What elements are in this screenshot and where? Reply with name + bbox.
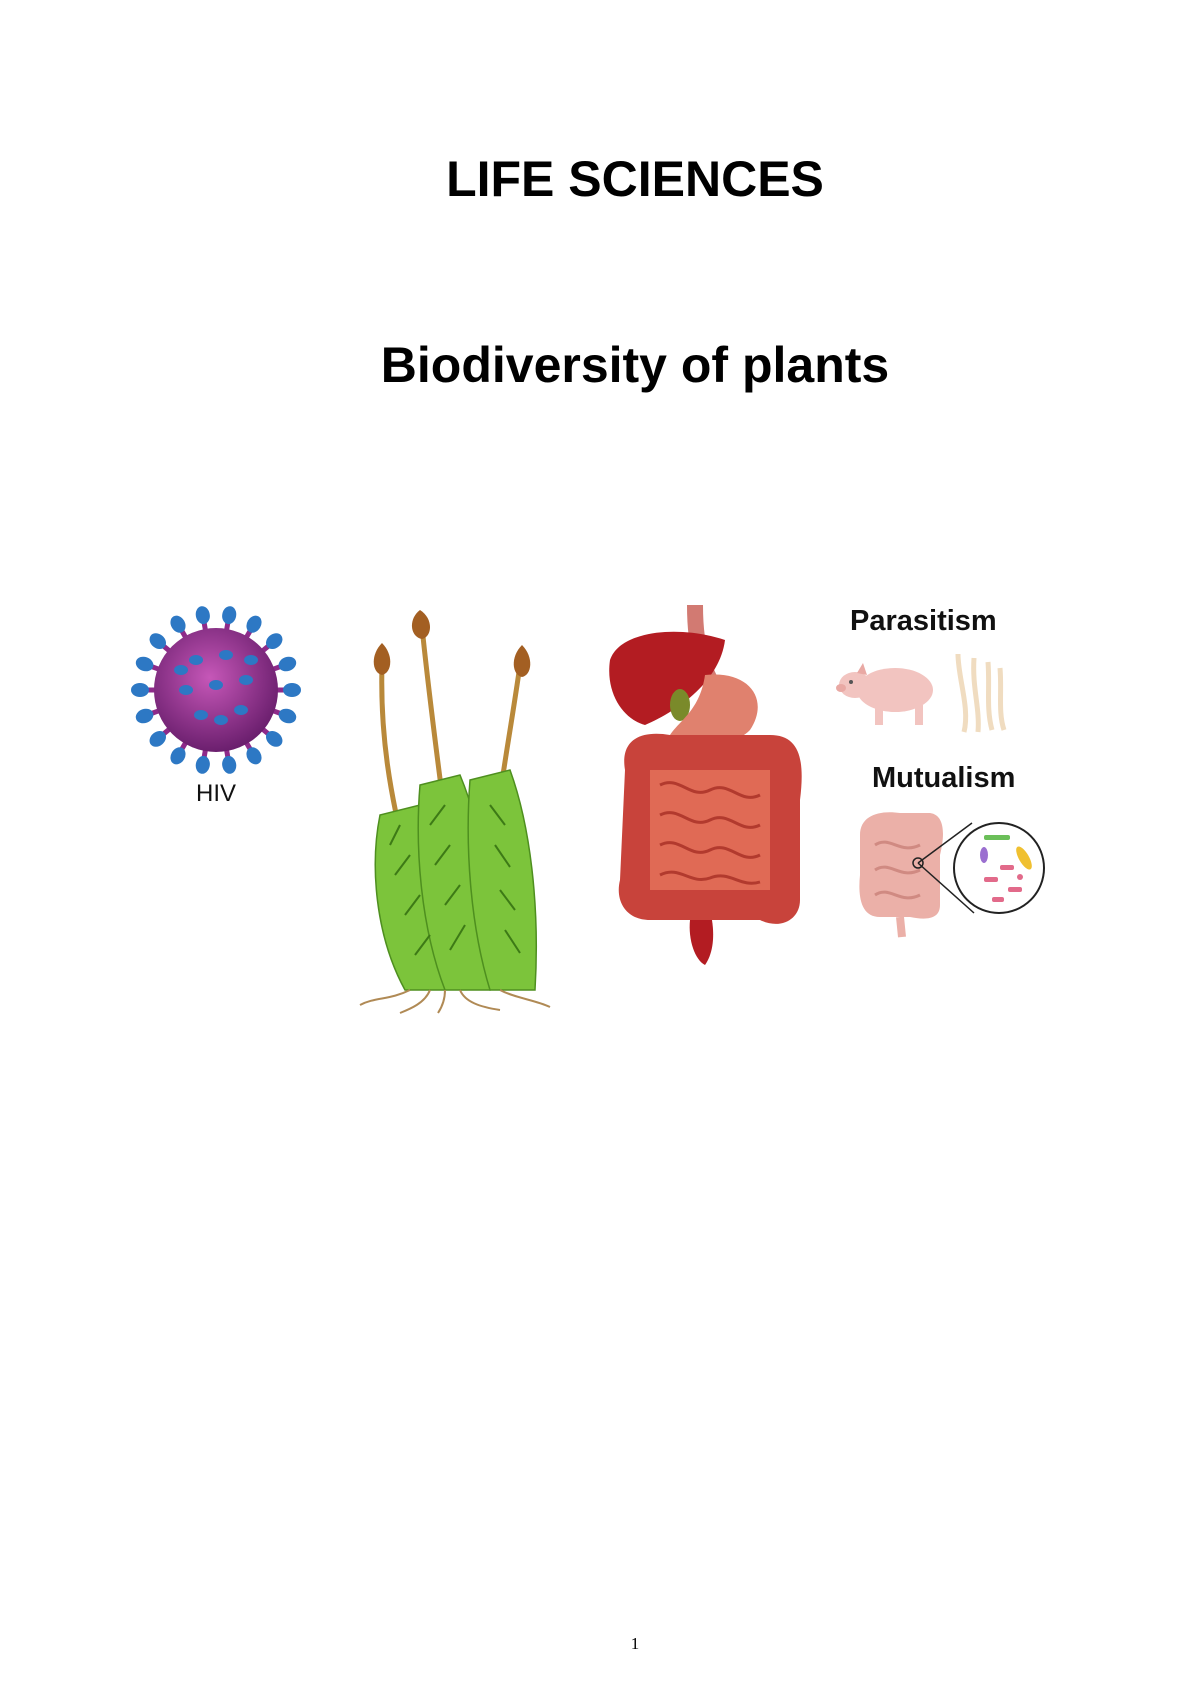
intestine-icon xyxy=(850,805,950,940)
hiv-virus-icon xyxy=(126,600,306,780)
page-subtitle: Biodiversity of plants xyxy=(380,337,890,393)
pig-icon xyxy=(835,655,940,730)
tapeworm-icon xyxy=(950,648,1010,738)
mutualism-label: Mutualism xyxy=(872,762,1016,794)
page-title: LIFE SCIENCES xyxy=(446,151,824,207)
hiv-label: HIV xyxy=(196,780,237,807)
digestive-system-icon xyxy=(600,600,820,970)
moss-plant-icon xyxy=(350,605,560,1015)
bacteria-magnifier-icon xyxy=(912,815,1047,925)
page-number: 1 xyxy=(630,1634,640,1653)
parasitism-label: Parasitism xyxy=(850,605,997,637)
